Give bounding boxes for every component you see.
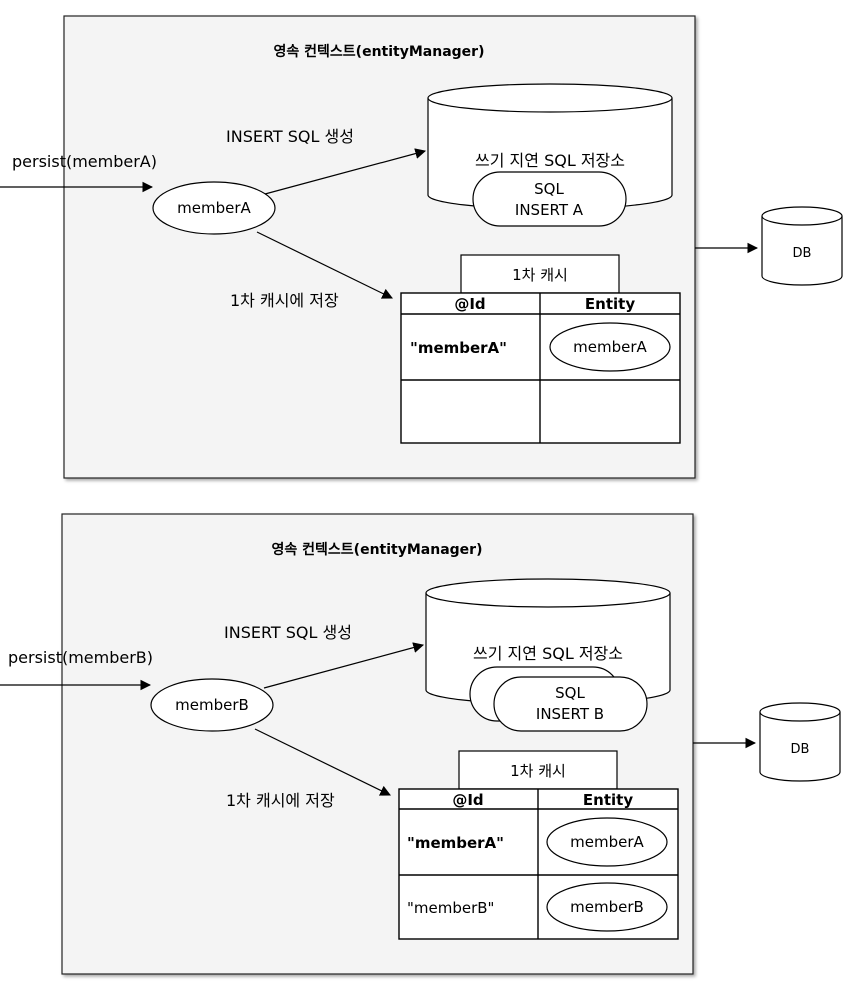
cache-store-arrow bbox=[254, 728, 391, 796]
col-header-id: @Id bbox=[454, 295, 485, 313]
db-cylinder bbox=[761, 206, 843, 286]
cache-tab bbox=[460, 254, 620, 294]
row-1-id: "memberA" bbox=[410, 339, 507, 357]
entity-node bbox=[150, 678, 274, 732]
persist-call-label: persist(memberA) bbox=[12, 152, 157, 171]
insert-sql-label: INSERT SQL 생성 bbox=[224, 623, 352, 642]
sql-capsule bbox=[472, 171, 627, 227]
row-1-entity-node bbox=[549, 322, 671, 372]
db-label: DB bbox=[791, 742, 810, 757]
cache-tab-label: 1차 캐시 bbox=[512, 266, 568, 284]
sql-store-title: 쓰기 지연 SQL 저장소 bbox=[473, 644, 623, 663]
db-cylinder bbox=[759, 702, 841, 782]
row-2-entity-label: memberB bbox=[570, 898, 644, 916]
row-2-id: "memberB" bbox=[407, 899, 494, 917]
row-1-id: "memberA" bbox=[407, 834, 504, 852]
row-2-entity-node bbox=[546, 882, 668, 932]
insert-sql-arrow bbox=[263, 642, 425, 689]
panel-2: 영속 컨텍스트(entityManager) persist(memberB) … bbox=[0, 513, 841, 975]
insert-sql-label: INSERT SQL 생성 bbox=[226, 127, 354, 146]
cache-store-label: 1차 캐시에 저장 bbox=[230, 291, 339, 310]
insert-sql-arrow bbox=[264, 148, 427, 195]
cache-store-arrow bbox=[256, 231, 393, 299]
col-header-id: @Id bbox=[452, 791, 483, 809]
cache-store-label: 1차 캐시에 저장 bbox=[226, 791, 335, 810]
sql-line-1: SQL bbox=[534, 180, 564, 198]
panel-1: 영속 컨텍스트(entityManager) persist(memberA) … bbox=[0, 15, 843, 479]
db-label: DB bbox=[793, 246, 812, 261]
col-header-entity: Entity bbox=[583, 791, 633, 809]
col-header-entity: Entity bbox=[585, 295, 635, 313]
row-1-entity-label: memberA bbox=[573, 338, 647, 356]
entity-node bbox=[152, 181, 276, 235]
sql-line-1: SQL bbox=[555, 684, 585, 702]
sql-store-title: 쓰기 지연 SQL 저장소 bbox=[475, 151, 625, 170]
context-title: 영속 컨텍스트(entityManager) bbox=[272, 541, 483, 558]
entity-node-label: memberB bbox=[175, 696, 249, 714]
persist-call-label: persist(memberB) bbox=[8, 648, 153, 667]
cache-tab bbox=[458, 750, 618, 790]
row-1-entity-node bbox=[546, 817, 668, 867]
sql-line-2: INSERT B bbox=[536, 705, 604, 723]
sql-line-2: INSERT A bbox=[515, 201, 584, 219]
row-1-entity-label: memberA bbox=[570, 833, 644, 851]
cache-tab-label: 1차 캐시 bbox=[510, 762, 566, 780]
entity-node-label: memberA bbox=[177, 199, 251, 217]
sql-capsule bbox=[493, 676, 648, 732]
context-title: 영속 컨텍스트(entityManager) bbox=[274, 43, 485, 60]
